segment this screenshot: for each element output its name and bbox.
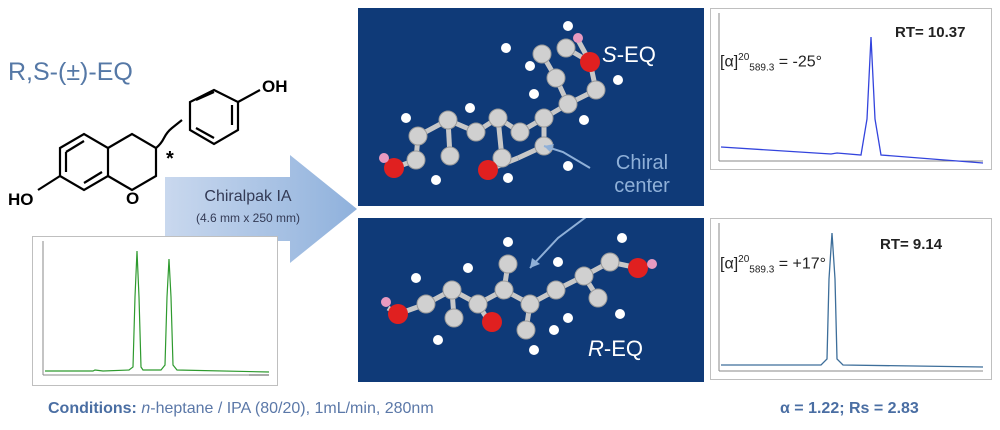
oh-left-label: HO (8, 190, 34, 209)
stereocenter-mark: * (166, 148, 174, 170)
conditions-text: Conditions: n-heptane / IPA (80/20), 1mL… (48, 400, 434, 417)
racemic-chromatogram (32, 236, 278, 386)
pyran-ring (107, 132, 158, 192)
s-eq-optical-rotation: [α]20589.3 = -25° (720, 52, 823, 74)
oh-top-label: OH (262, 77, 288, 96)
r-eq-panel (358, 207, 704, 382)
s-eq-retention-time: RT= 10.37 (895, 24, 966, 41)
wavy-bond (155, 119, 183, 149)
phenyl-ring (188, 88, 240, 146)
racemic-chromatogram-trace (42, 241, 270, 376)
r-eq-label: R-EQ (588, 336, 644, 361)
r-eq-chromatogram (710, 218, 992, 380)
s-eq-molecule-model (379, 21, 623, 185)
s-eq-label: S-EQ (602, 42, 656, 67)
s-eq-chromatogram (710, 8, 992, 170)
column-dimensions: (4.6 mm x 250 mm) (195, 211, 300, 225)
s-eq-panel (358, 8, 704, 206)
equol-structure: OH HO O * (8, 77, 288, 209)
page-title: R,S-(±)-EQ (8, 58, 133, 86)
r-eq-molecule-model (381, 207, 657, 355)
r-eq-optical-rotation: [α]20589.3 = +17° (720, 254, 827, 276)
benzene-ring (58, 132, 110, 192)
ring-oxygen-label: O (126, 189, 139, 208)
selectivity-resolution: α = 1.22; Rs = 2.83 (780, 400, 919, 417)
r-eq-retention-time: RT= 9.14 (880, 236, 943, 253)
r-eq-chromatogram-trace (718, 223, 984, 372)
s-eq-chromatogram-trace (718, 13, 984, 164)
column-name: Chiralpak IA (204, 188, 292, 205)
